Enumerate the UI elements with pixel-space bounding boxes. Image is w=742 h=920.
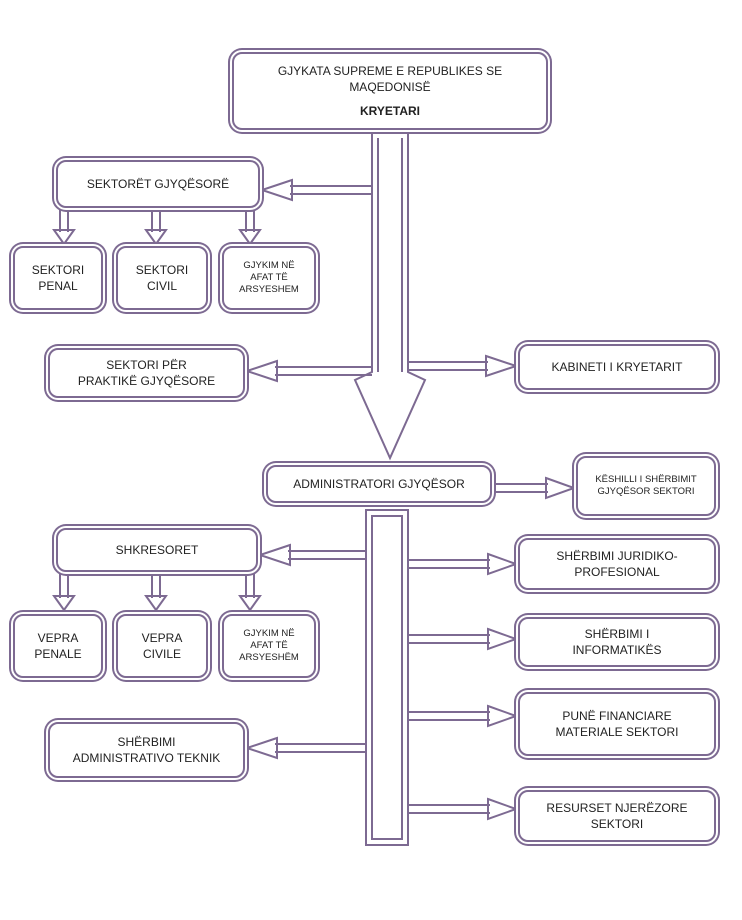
- vepra-penale-box: VEPRA PENALE: [13, 614, 103, 678]
- shkresoret-box: SHKRESORET: [56, 528, 258, 572]
- gjykim-afat-box-2: GJYKIM NË AFAT TË ARSYESHËM: [222, 614, 316, 678]
- arrow-to-resurset: [408, 797, 519, 821]
- administratori-gjyqesor-box: ADMINISTRATORI GJYQËSOR: [266, 465, 492, 503]
- arrow-to-sektoret-gjyqesore: [258, 178, 372, 202]
- vepra-civile-box: VEPRA CIVILE: [116, 614, 208, 678]
- sektori-penal-box: SEKTORI PENAL: [13, 246, 103, 310]
- arrow-to-informatikes: [408, 627, 519, 651]
- resurset-njerezore-box: RESURSET NJERËZORE SEKTORI: [518, 790, 716, 842]
- arrow-to-shkresoret: [256, 543, 366, 567]
- arrow-to-financiare: [408, 704, 519, 728]
- sektori-praktike-box: SEKTORI PËR PRAKTIKË GJYQËSORE: [48, 348, 245, 398]
- administrativo-teknik-box: SHËRBIMI ADMINISTRATIVO TEKNIK: [48, 722, 245, 778]
- arrows-down-sektoret: [52, 209, 262, 246]
- arrow-to-kabineti: [408, 354, 520, 378]
- lower-trunk: [365, 509, 409, 846]
- supreme-court-title: GJYKATA SUPREME E REPUBLIKES SE MAQEDONI…: [277, 64, 503, 94]
- sektoret-gjyqesore-box: SEKTORËT GJYQËSORË: [56, 160, 260, 208]
- gjykim-afat-box-1: GJYKIM NË AFAT TË ARSYESHEM: [222, 246, 316, 310]
- arrows-down-shkresoret: [52, 573, 262, 612]
- juridiko-profesional-box: SHËRBIMI JURIDIKO- PROFESIONAL: [518, 538, 716, 590]
- arrow-to-juridiko: [408, 552, 519, 576]
- arrow-to-administrativo-teknik: [243, 736, 366, 760]
- supreme-court-box: GJYKATA SUPREME E REPUBLIKES SE MAQEDONI…: [232, 52, 548, 130]
- arrow-to-praktike: [243, 359, 372, 383]
- pune-financiare-box: PUNË FINANCIARE MATERIALE SEKTORI: [518, 692, 716, 756]
- upper-trunk-arrow: [353, 131, 427, 461]
- arrow-to-keshilli: [494, 476, 577, 500]
- kabineti-kryetarit-box: KABINETI I KRYETARIT: [518, 344, 716, 390]
- sektori-civil-box: SEKTORI CIVIL: [116, 246, 208, 310]
- keshilli-sherbimit-box: KËSHILLI I SHËRBIMIT GJYQËSOR SEKTORI: [576, 456, 716, 516]
- informatikes-box: SHËRBIMI I INFORMATIKËS: [518, 617, 716, 667]
- president-label: KRYETARI: [360, 104, 420, 118]
